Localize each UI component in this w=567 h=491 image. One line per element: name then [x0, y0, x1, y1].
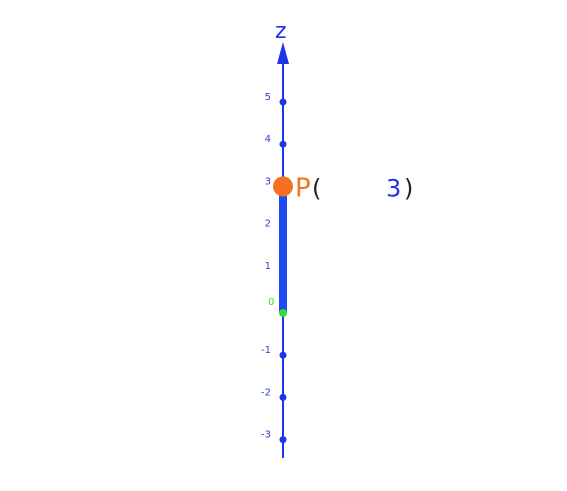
tick-label-4: 4	[265, 134, 271, 145]
tick-label--3: -3	[261, 430, 271, 441]
tick-mark--3	[279, 436, 287, 444]
tick-label-3: 3	[265, 176, 271, 187]
segment-origin-to-p	[279, 186, 287, 313]
z-axis-label: z	[275, 19, 287, 44]
tick-label-1: 1	[265, 261, 271, 272]
point-p[interactable]	[273, 176, 293, 197]
tick-label--1: -1	[261, 345, 271, 356]
tick-label-5: 5	[265, 92, 271, 103]
tick-label--2: -2	[261, 387, 271, 398]
tick-mark-4	[279, 140, 287, 148]
point-p-open-paren: (	[312, 174, 321, 202]
tick-mark--1	[279, 351, 287, 359]
point-p-label: P	[295, 173, 311, 203]
tick-mark-5	[279, 98, 287, 106]
tick-label-2: 2	[265, 219, 271, 230]
point-p-close-paren: )	[404, 174, 413, 202]
origin-point	[279, 309, 287, 317]
point-p-coordinate: 3	[386, 174, 401, 202]
origin-label: 0	[268, 297, 274, 308]
z-axis-arrow-icon	[277, 42, 289, 64]
tick-mark--2	[279, 393, 287, 401]
